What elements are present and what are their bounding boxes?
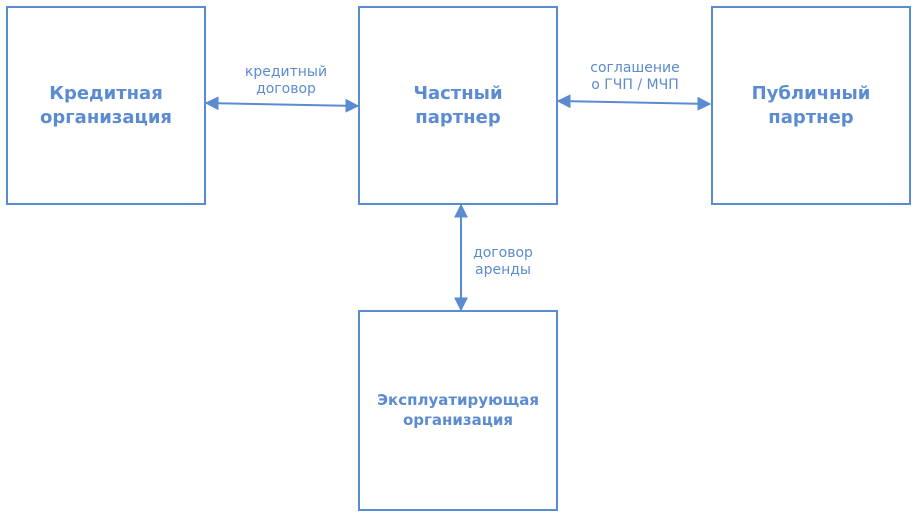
node-private-partner: Частный партнер xyxy=(358,6,558,205)
node-operating-organization: Эксплуатирующая организация xyxy=(358,310,558,511)
edge-label-lease-agreement: договор аренды xyxy=(473,245,533,278)
arrow-private-public xyxy=(556,94,712,111)
node-private-partner-label: Частный партнер xyxy=(413,83,503,128)
edge-label-credit-agreement: кредитный договор xyxy=(244,64,328,97)
node-public-partner: Публичный партнер xyxy=(711,6,911,205)
node-credit-organization-label: Кредитная организация xyxy=(40,83,172,128)
node-credit-organization: Кредитная организация xyxy=(6,6,206,205)
node-operating-organization-label: Эксплуатирующая организация xyxy=(377,391,539,429)
arrow-credit-private xyxy=(204,96,360,113)
edge-label-ppp-agreement: соглашение о ГЧП / МЧП xyxy=(590,60,680,93)
node-public-partner-label: Публичный партнер xyxy=(751,83,871,128)
